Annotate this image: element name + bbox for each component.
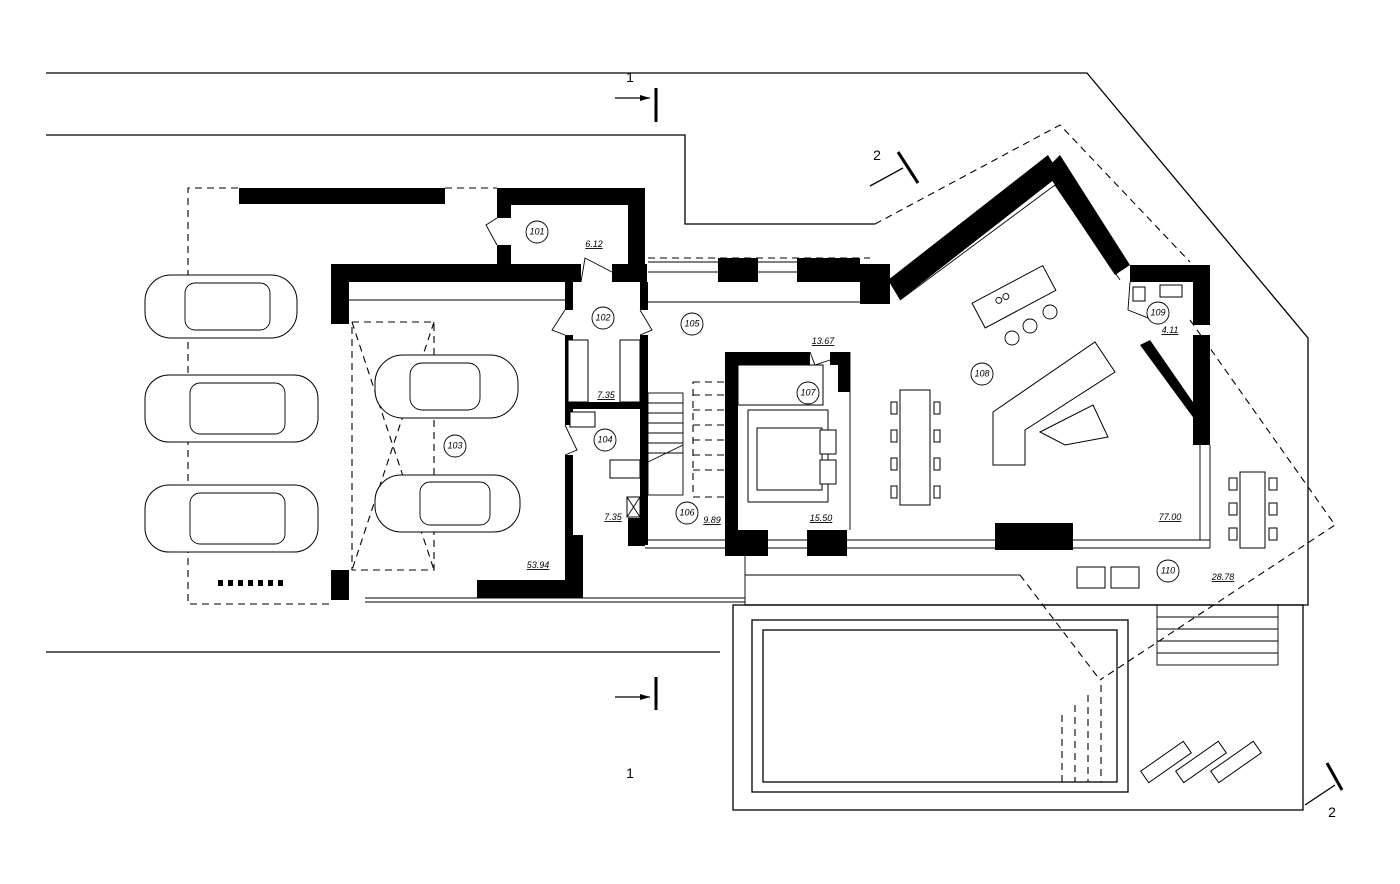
svg-text:1: 1 [626,765,634,781]
room-110: 110 28.78 [1156,559,1235,583]
room-103: 103 53.94 [443,434,550,570]
svg-text:7.35: 7.35 [597,390,616,400]
svg-text:9.89: 9.89 [703,515,721,525]
svg-text:108: 108 [974,368,989,378]
svg-text:13.67: 13.67 [812,336,836,346]
pool [732,604,1304,811]
dining-table [899,389,931,506]
svg-text:1: 1 [626,69,634,85]
svg-text:2: 2 [1328,804,1336,820]
svg-text:6.12: 6.12 [585,239,603,249]
car [144,274,298,339]
svg-text:7.35: 7.35 [604,512,623,522]
armchair [1076,566,1106,589]
sofa [992,341,1116,466]
room-108: 108 77.00 [970,362,1182,522]
bed [756,427,823,491]
car [374,354,519,419]
kitchen-island [971,264,1057,329]
staircase [647,381,730,498]
car [144,374,319,443]
outdoor-table [1239,471,1266,549]
site-boundary [46,72,1309,653]
pool-steps [1061,685,1102,782]
room-labels: 101 6.12 102 7.35 103 53.94 104 7.35 105 13.6… [443,220,1235,583]
svg-text:106: 106 [679,507,694,517]
room-102: 102 7.35 [591,306,616,400]
svg-text:77.00: 77.00 [1159,512,1182,522]
svg-text:53.94: 53.94 [527,560,550,570]
armchair [1110,566,1140,589]
svg-text:15.50: 15.50 [810,513,833,523]
svg-text:2: 2 [873,147,881,163]
svg-text:101: 101 [529,226,544,236]
svg-text:28.78: 28.78 [1211,572,1235,582]
car [374,474,521,533]
washbasin [609,459,641,479]
sink [1159,284,1183,298]
svg-text:102: 102 [595,312,610,322]
svg-text:110: 110 [1161,565,1175,575]
toilet [1132,286,1146,302]
roof-overhang [1019,319,1336,681]
room-105: 105 13.67 [680,312,836,346]
room-109: 109 4.11 [1146,301,1179,335]
room-101: 101 6.12 [525,220,603,249]
room-106: 106 9.89 [675,501,721,525]
window-lines [349,184,1211,605]
svg-text:109: 109 [1150,307,1165,317]
room-104: 104 7.35 [593,428,623,522]
svg-text:105: 105 [684,318,700,328]
room-107: 107 15.50 [796,381,833,523]
bollards [218,580,283,586]
car [144,484,319,553]
furniture [567,264,1278,784]
rug [1038,404,1109,446]
svg-text:103: 103 [447,440,462,450]
section-marker-2-top: 2 [869,147,920,187]
svg-text:104: 104 [597,434,612,444]
fireplace [995,523,1073,550]
toilet [569,411,596,428]
svg-text:107: 107 [800,387,816,397]
section-marker-2-bottom: 2 [1304,762,1344,820]
exterior-stairs [1156,604,1279,666]
cars [144,274,521,553]
section-marker-1-bottom: 1 [615,677,658,781]
svg-text:4.11: 4.11 [1162,325,1179,335]
section-marker-1-top: 1 [615,69,658,122]
sun-loungers [1139,740,1263,784]
